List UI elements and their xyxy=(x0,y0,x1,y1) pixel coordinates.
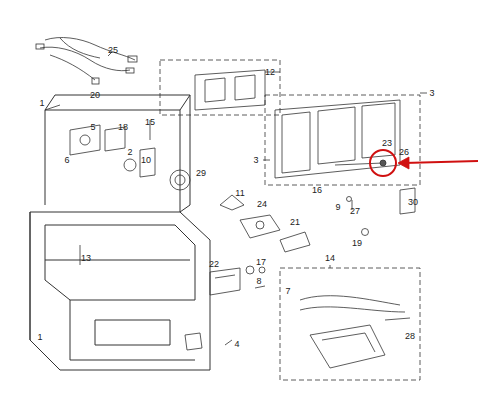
callout-number: 25 xyxy=(108,46,118,55)
callout-number: 8 xyxy=(256,277,261,286)
callout-number: 29 xyxy=(196,169,206,178)
callout-number: 1 xyxy=(37,333,42,342)
callout-number: 2 xyxy=(127,148,132,157)
callout-number: 21 xyxy=(290,218,300,227)
callout-number: 9 xyxy=(335,203,340,212)
dashed-group-14 xyxy=(280,265,420,380)
callout-number: 14 xyxy=(325,254,335,263)
callout-number: 3 xyxy=(253,156,258,165)
callout-number: 28 xyxy=(405,332,415,341)
callout-number: 18 xyxy=(118,123,128,132)
callout-number: 3 xyxy=(429,89,434,98)
dashed-group-12 xyxy=(160,60,280,115)
callout-number: 12 xyxy=(265,68,275,77)
callout-number: 5 xyxy=(90,123,95,132)
callout-number: 13 xyxy=(81,254,91,263)
callout-number: 17 xyxy=(256,258,266,267)
callout-number: 23 xyxy=(382,139,392,148)
callout-number: 24 xyxy=(257,200,267,209)
callout-number: 7 xyxy=(285,287,290,296)
callout-number: 15 xyxy=(145,118,155,127)
highlight-marker xyxy=(370,150,478,176)
small-parts xyxy=(80,195,310,350)
callout-number: 26 xyxy=(399,148,409,157)
callout-number: 19 xyxy=(352,239,362,248)
callout-number: 4 xyxy=(234,340,239,349)
wire-harness xyxy=(36,38,137,84)
callout-number: 11 xyxy=(235,189,244,198)
callout-number: 1 xyxy=(39,99,44,108)
wall-parts xyxy=(45,105,190,190)
callout-number: 30 xyxy=(408,198,418,207)
dashed-group-3 xyxy=(263,93,427,185)
callout-number: 6 xyxy=(64,156,69,165)
callout-number: 10 xyxy=(141,156,151,165)
callout-number: 22 xyxy=(209,260,219,269)
freezer-liner xyxy=(30,95,210,370)
callout-number: 20 xyxy=(90,91,100,100)
clip-19 xyxy=(362,229,369,236)
callout-number: 16 xyxy=(312,186,322,195)
callout-number: 27 xyxy=(350,207,360,216)
screw-9 xyxy=(347,197,352,202)
